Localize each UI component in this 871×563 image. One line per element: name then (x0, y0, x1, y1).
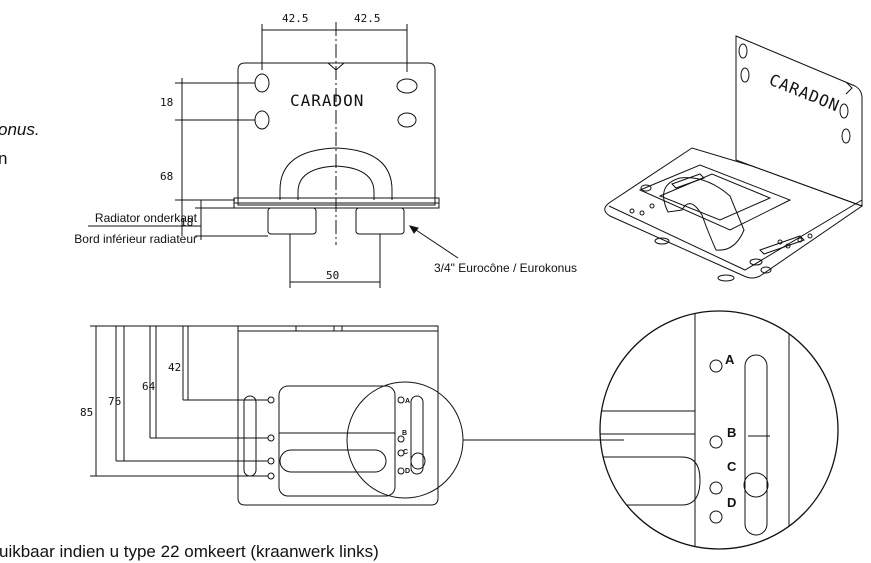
front-view (88, 22, 459, 288)
detail-pos-a: A (725, 352, 735, 367)
plan-view (90, 325, 624, 506)
dim-76: 76 (108, 395, 121, 408)
mount-hole-bottom-left (254, 110, 270, 130)
label-radiator-nl: Radiator onderkant (95, 211, 198, 225)
detail-view (599, 310, 839, 550)
detail-pos-b: B (727, 425, 736, 440)
plan-outline (237, 325, 439, 506)
bracket-plate-outline (237, 62, 436, 206)
iso-base-plate (604, 147, 864, 279)
label-radiator-fr: Bord inférieur radiateur (74, 232, 197, 246)
dim-18-bottom: 18 (180, 216, 193, 229)
dim-42-5-left: 42.5 (282, 12, 309, 25)
cone-leader (409, 225, 459, 259)
brand-iso: CARADON (767, 70, 843, 116)
handle-outer (279, 147, 393, 200)
cone-left (267, 207, 317, 235)
detail-pos-d: D (727, 495, 736, 510)
mount-hole-top-right (396, 78, 418, 94)
detail-pos-c: C (727, 459, 737, 474)
cropped-bottom-text: uikbaar indien u type 22 omkeert (kraanw… (0, 542, 379, 561)
cropped-n-text: n (0, 149, 7, 168)
dim-42: 42 (168, 361, 181, 374)
labels: 42.5 42.5 18 68 18 50 CARADON Radiator o… (0, 12, 843, 561)
cropped-konus-text: onus. (0, 120, 40, 139)
plan-pos-d: D (405, 468, 410, 475)
detail-circle (599, 310, 839, 550)
label-eurocone: 3/4" Eurocône / Eurokonus (434, 261, 577, 275)
cone-right (355, 207, 405, 235)
plan-inner-rect (278, 385, 396, 497)
iso-handle (663, 177, 745, 251)
dim-64: 64 (142, 380, 156, 393)
iso-back-plate (735, 35, 863, 207)
dim-85: 85 (80, 406, 93, 419)
plan-pos-a: A (405, 398, 410, 405)
dim-18-top: 18 (160, 96, 173, 109)
plan-pos-b: B (402, 430, 407, 437)
mount-hole-top-left (254, 73, 270, 93)
plan-handle-slot (279, 449, 387, 473)
dim-68: 68 (160, 170, 173, 183)
mount-hole-bottom-right (397, 112, 417, 128)
isometric-view (604, 35, 864, 282)
dim-50: 50 (326, 269, 339, 282)
brand-front: CARADON (290, 91, 364, 110)
dim-42-5-right: 42.5 (354, 12, 381, 25)
plan-pos-c: C (403, 449, 408, 456)
